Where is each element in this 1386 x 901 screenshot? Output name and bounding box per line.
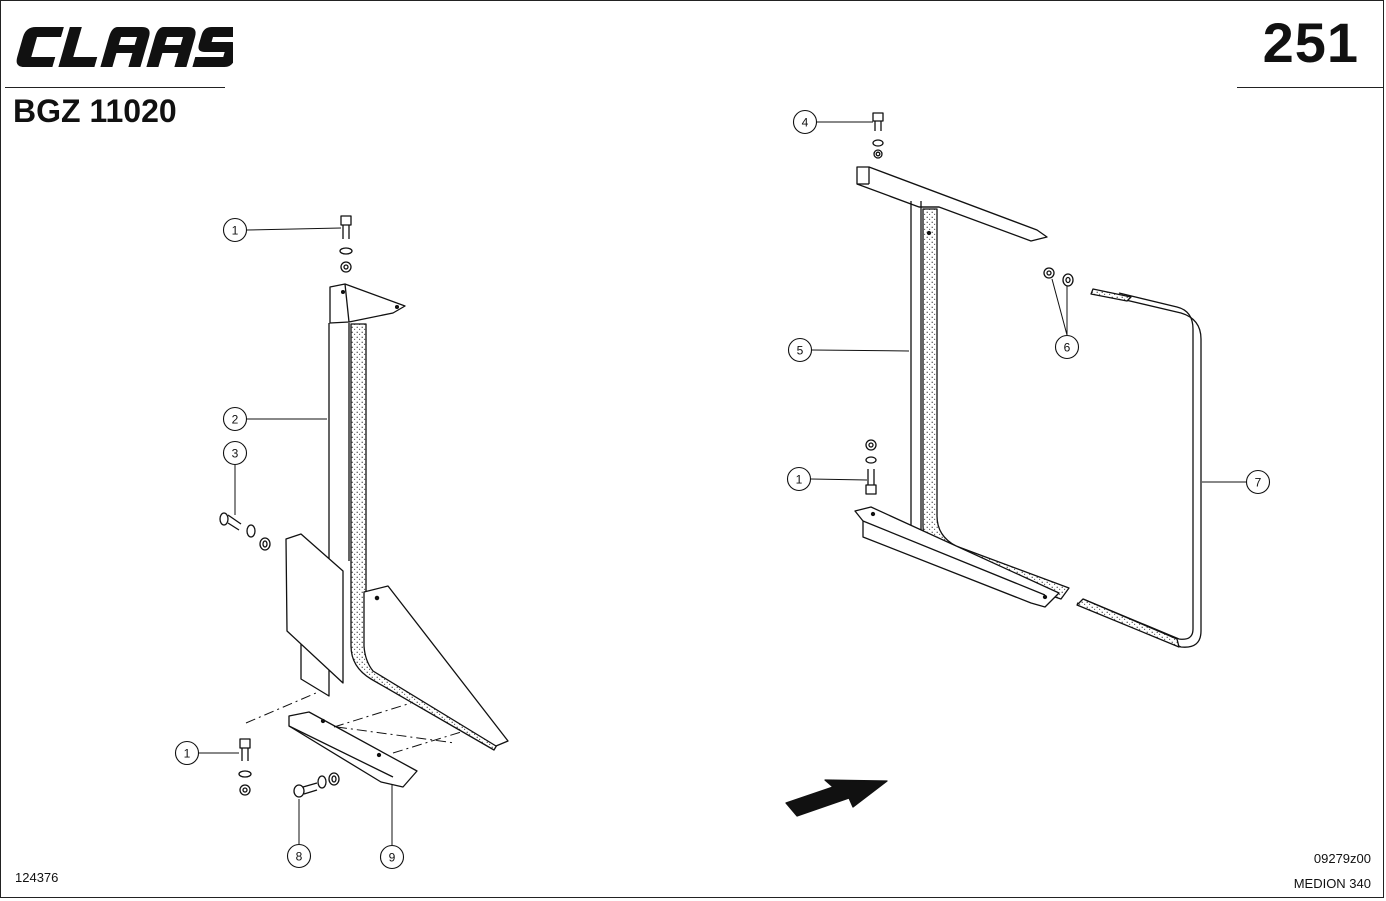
left-assembly <box>219 215 509 798</box>
header-rule-left <box>5 87 225 88</box>
svg-text:5: 5 <box>797 344 804 358</box>
bolt-top-left <box>339 215 353 273</box>
svg-text:7: 7 <box>1255 476 1262 490</box>
svg-text:6: 6 <box>1064 341 1071 355</box>
page-number: 251 <box>1262 11 1359 74</box>
svg-text:9: 9 <box>389 851 396 865</box>
callout-4: 4 <box>792 109 818 135</box>
screw-8-left <box>293 772 340 798</box>
gusset-left <box>363 585 509 747</box>
model-name: MEDION 340 <box>1293 876 1371 891</box>
claas-logo <box>16 27 233 67</box>
bolt-bottom-right <box>865 439 877 495</box>
screw-3-left <box>219 512 271 551</box>
cover-plate-left <box>285 533 344 684</box>
top-bracket-left <box>329 283 406 324</box>
header-rule-right <box>1237 87 1383 88</box>
direction-arrow-icon <box>785 779 888 817</box>
svg-text:2: 2 <box>232 413 239 427</box>
frame-seal-right <box>1076 288 1202 648</box>
callout-1-top-left: 1 <box>222 217 248 243</box>
callout-3: 3 <box>222 440 248 466</box>
callout-1-right: 1 <box>786 466 812 492</box>
svg-text:8: 8 <box>296 850 303 864</box>
bottom-bracket-left <box>288 711 418 788</box>
callout-8: 8 <box>286 843 312 869</box>
group-code: BGZ 11020 <box>13 93 177 129</box>
right-assembly <box>854 112 1202 648</box>
callout-6: 6 <box>1054 334 1080 360</box>
svg-text:4: 4 <box>802 116 809 130</box>
image-reference: 09279z00 <box>1313 851 1371 866</box>
drawing-reference: 124376 <box>15 870 59 885</box>
callout-7: 7 <box>1245 469 1271 495</box>
side-panel-right <box>910 201 939 541</box>
svg-text:1: 1 <box>184 747 191 761</box>
callout-1-bottom-left: 1 <box>174 740 200 766</box>
bolt-top-right <box>872 112 884 159</box>
nut-washer-6-right <box>1043 267 1074 287</box>
bolt-bottom-left <box>238 738 252 796</box>
svg-text:3: 3 <box>232 447 239 461</box>
bottom-bracket-right <box>854 506 1060 608</box>
top-bracket-right <box>856 166 1048 242</box>
assembly-lines-left <box>245 692 462 754</box>
callout-9: 9 <box>379 844 405 870</box>
svg-text:1: 1 <box>796 473 803 487</box>
svg-text:1: 1 <box>232 224 239 238</box>
callout-5: 5 <box>787 337 813 363</box>
callout-2: 2 <box>222 406 248 432</box>
